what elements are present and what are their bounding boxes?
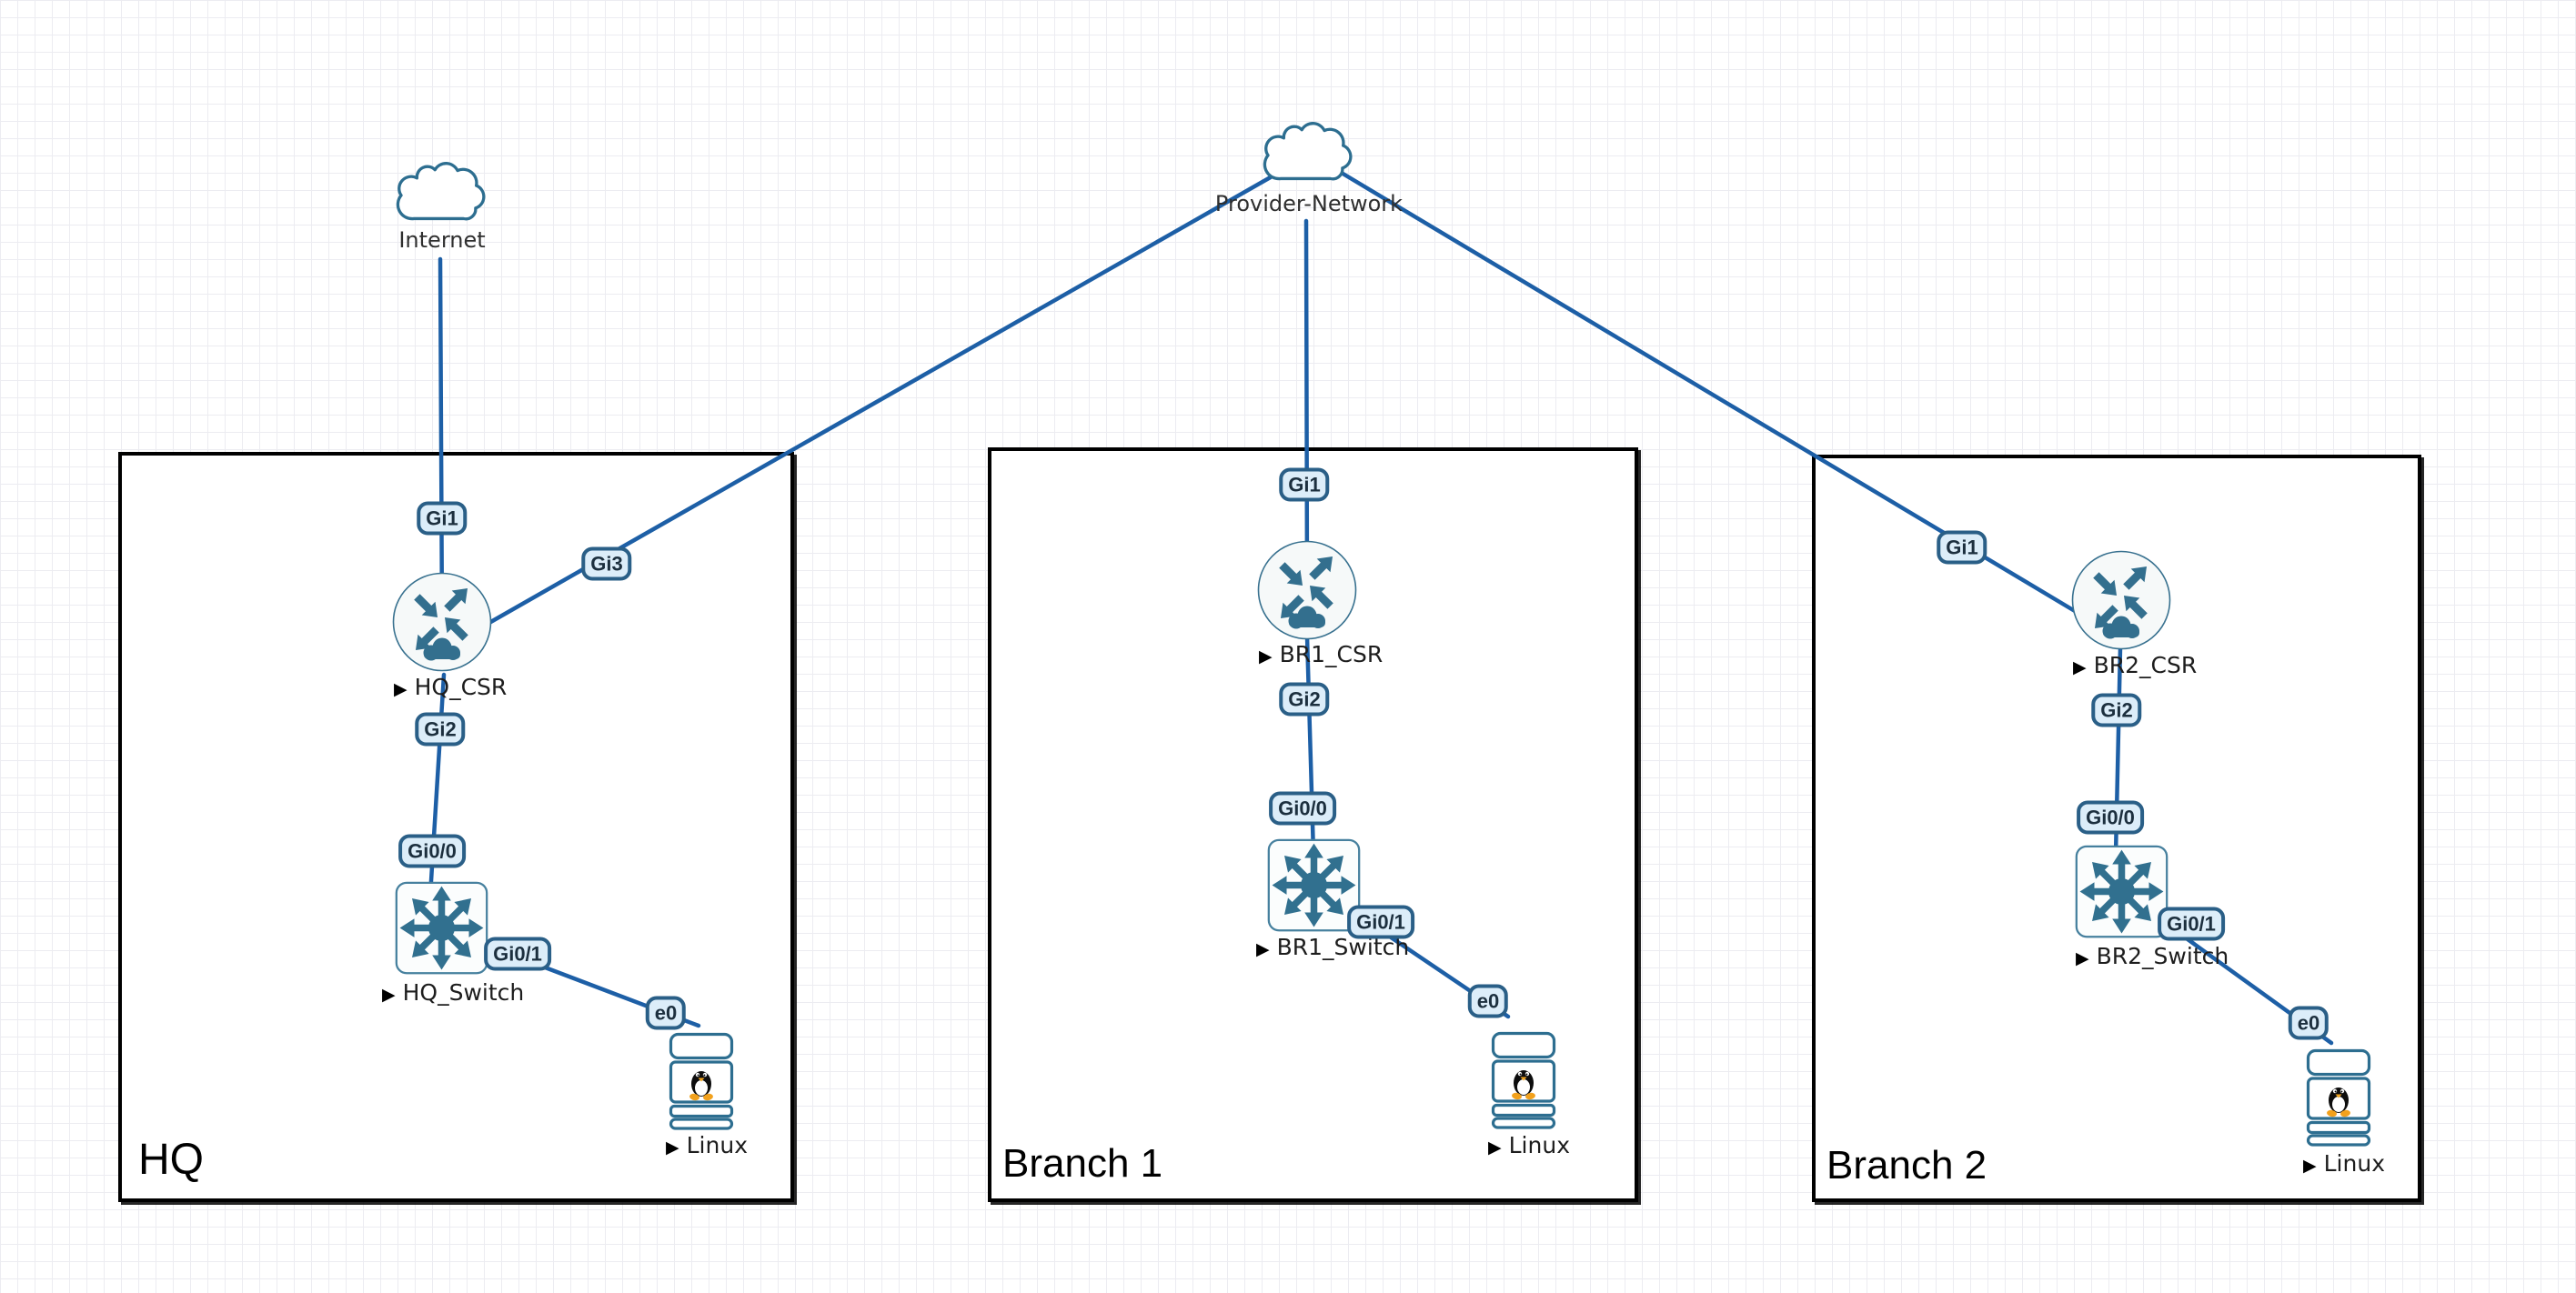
linux-host-br2-label[interactable]: ▶ Linux [2303,1151,2385,1177]
iface-badge-br2-gi1[interactable]: Gi1 [1937,530,1987,565]
running-status-icon: ▶ [382,985,396,1005]
link-internet-hqcsr[interactable] [438,256,445,630]
running-status-icon: ▶ [2073,657,2087,677]
iface-badge-hq-gi2[interactable]: Gi2 [415,712,466,747]
iface-badge-hq-gi0-1[interactable]: Gi0/1 [484,937,551,971]
iface-badge-br1-gi1[interactable]: Gi1 [1279,467,1330,502]
switch-br2-icon[interactable] [2074,844,2169,939]
running-status-icon: ▶ [1256,939,1270,959]
router-br2-csr-icon[interactable] [2070,549,2172,651]
node-name: BR2_CSR [2093,652,2198,678]
iface-badge-hq-gi3[interactable]: Gi3 [581,546,632,581]
router-br2-csr-label[interactable]: ▶ BR2_CSR [2073,653,2197,678]
iface-badge-br2-gi2[interactable]: Gi2 [2091,693,2142,727]
running-status-icon: ▶ [1259,646,1273,667]
switch-br2-label[interactable]: ▶ BR2_Switch [2076,944,2229,969]
site-label-hq[interactable]: HQ [138,1136,204,1184]
internet-cloud-icon[interactable] [391,160,489,229]
iface-badge-hq-gi1[interactable]: Gi1 [417,501,468,536]
node-name: HQ_CSR [414,674,508,700]
iface-badge-br1-e0[interactable]: e0 [1467,984,1509,1018]
iface-badge-br1-gi0-0[interactable]: Gi0/0 [1269,791,1336,826]
site-label-branch2[interactable]: Branch 2 [1826,1143,1987,1188]
node-name: Linux [2323,1150,2385,1177]
linux-host-hq-label[interactable]: ▶ Linux [666,1133,748,1158]
iface-badge-br2-gi0-1[interactable]: Gi0/1 [2158,907,2225,941]
iface-badge-br1-gi2[interactable]: Gi2 [1279,682,1330,717]
running-status-icon: ▶ [2076,948,2089,968]
iface-badge-br2-e0[interactable]: e0 [2288,1006,2329,1040]
router-hq-csr-label[interactable]: ▶ HQ_CSR [394,675,507,700]
iface-badge-hq-e0[interactable]: e0 [645,996,687,1030]
node-name: Linux [686,1132,748,1158]
linux-host-br1-label[interactable]: ▶ Linux [1488,1133,1570,1158]
running-status-icon: ▶ [394,679,408,699]
router-br1-csr-icon[interactable] [1256,539,1358,641]
router-br1-csr-label[interactable]: ▶ BR1_CSR [1259,642,1383,667]
internet-cloud-label[interactable]: Internet [398,227,486,253]
switch-hq-icon[interactable] [394,880,489,976]
site-label-branch1[interactable]: Branch 1 [1002,1141,1163,1186]
linux-host-br2-icon[interactable] [2306,1048,2371,1147]
node-name: Linux [1508,1132,1570,1158]
running-status-icon: ▶ [1488,1138,1502,1158]
router-hq-csr-icon[interactable] [391,571,493,673]
node-name: BR2_Switch [2096,943,2229,969]
node-name: BR1_CSR [1279,641,1384,667]
node-name: HQ_Switch [402,979,525,1006]
provider-network-cloud-label[interactable]: Provider-Network [1214,191,1404,216]
switch-hq-label[interactable]: ▶ HQ_Switch [382,980,524,1006]
linux-host-br1-icon[interactable] [1491,1031,1556,1129]
linux-host-hq-icon[interactable] [669,1032,734,1130]
running-status-icon: ▶ [666,1138,679,1158]
link-provider-br1csr[interactable] [1303,218,1310,598]
iface-badge-br1-gi0-1[interactable]: Gi0/1 [1347,905,1414,939]
link-provider-hqcsr[interactable] [485,154,1310,626]
iface-badge-hq-gi0-0[interactable]: Gi0/0 [398,834,466,868]
running-status-icon: ▶ [2303,1156,2317,1176]
iface-badge-br2-gi0-0[interactable]: Gi0/0 [2077,800,2144,835]
provider-network-cloud-icon[interactable] [1257,120,1357,189]
